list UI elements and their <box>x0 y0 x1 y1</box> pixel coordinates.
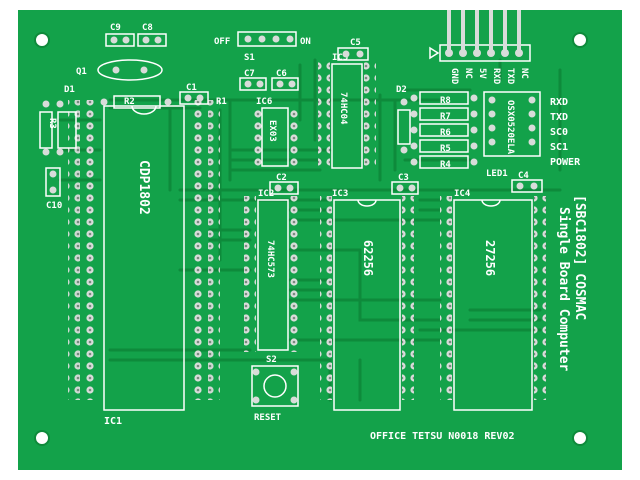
r3-label: R3 <box>47 118 57 129</box>
header-pin-label: NC <box>463 68 473 79</box>
ic4-ref-label: IC4 <box>454 189 471 199</box>
ic1-ref-label: IC1 <box>104 416 122 427</box>
ic2-part-label: 74HC573 <box>265 240 275 278</box>
c7-label: C7 <box>244 69 255 79</box>
board-footer-text: OFFICE TETSU N0018 REV02 <box>370 431 515 442</box>
header-pin-label: NC <box>519 68 529 79</box>
led-label-txd: TXD <box>550 112 568 123</box>
ic2-footprint <box>244 196 302 352</box>
ic5-ref-label: IC5 <box>332 53 348 63</box>
s2-reset-label: RESET <box>254 413 282 423</box>
ic6-ref-label: IC6 <box>256 97 272 107</box>
led-label-sc0: SC0 <box>550 127 568 138</box>
c4-label: C4 <box>518 171 529 181</box>
board-title-line1: [SBC1802] COSMAC <box>572 195 587 320</box>
c5-label: C5 <box>350 38 361 48</box>
led-label-sc1: SC1 <box>550 142 568 153</box>
ic3-ref-label: IC3 <box>332 189 348 199</box>
serial-header <box>429 10 531 62</box>
r8-label: R8 <box>440 96 451 106</box>
led-label-rxd: RXD <box>550 97 568 108</box>
pin-row <box>68 100 80 400</box>
s1-on-label: ON <box>300 37 311 47</box>
q1-label: Q1 <box>76 67 87 77</box>
d1-label: D1 <box>64 85 75 95</box>
ic4-footprint <box>440 196 546 411</box>
s2-label: S2 <box>266 355 277 365</box>
small-part-pads <box>42 35 538 404</box>
ic4-part-label: 27256 <box>483 240 497 276</box>
ic1-part-label: CDP1802 <box>136 160 151 215</box>
ic5-part-label: 74HC04 <box>338 92 348 125</box>
led-array-label: OSX0520ELA <box>505 100 515 155</box>
ic6-footprint <box>250 106 302 167</box>
r6-label: R6 <box>440 128 451 138</box>
header-pin-label: RXD <box>491 68 501 85</box>
small-parts <box>39 31 543 407</box>
mounting-holes <box>34 32 588 446</box>
pin-row <box>208 100 220 400</box>
ic3-footprint <box>320 196 414 411</box>
c10-label: C10 <box>46 201 62 211</box>
s1-label: S1 <box>244 53 255 63</box>
ic5-footprint <box>318 62 376 170</box>
header-pin-label: GND <box>449 68 459 85</box>
c1-label: C1 <box>186 83 197 93</box>
c3-label: C3 <box>398 173 409 183</box>
r7-label: R7 <box>440 112 451 122</box>
s1-off-label: OFF <box>214 37 230 47</box>
led-label-power: POWER <box>550 157 581 168</box>
ic3-part-label: 62256 <box>361 240 375 276</box>
r4-label: R4 <box>440 160 451 170</box>
header-pin-label: 5V <box>477 68 487 79</box>
led1-label: LED1 <box>486 169 508 179</box>
r5-label: R5 <box>440 144 451 154</box>
ic1-footprint <box>84 100 204 411</box>
d2-label: D2 <box>396 85 407 95</box>
c6-label: C6 <box>276 69 287 79</box>
ic2-ref-label: IC2 <box>258 189 274 199</box>
ic6-part-label: EX03 <box>267 120 277 142</box>
c8-label: C8 <box>142 23 153 33</box>
header-pin-label: TXD <box>505 68 515 85</box>
board-title-line2: Single Board Computer <box>556 207 571 372</box>
r2-label: R2 <box>124 97 135 107</box>
c2-label: C2 <box>276 173 287 183</box>
c9-label: C9 <box>110 23 121 33</box>
r1-label: R1 <box>216 97 227 107</box>
